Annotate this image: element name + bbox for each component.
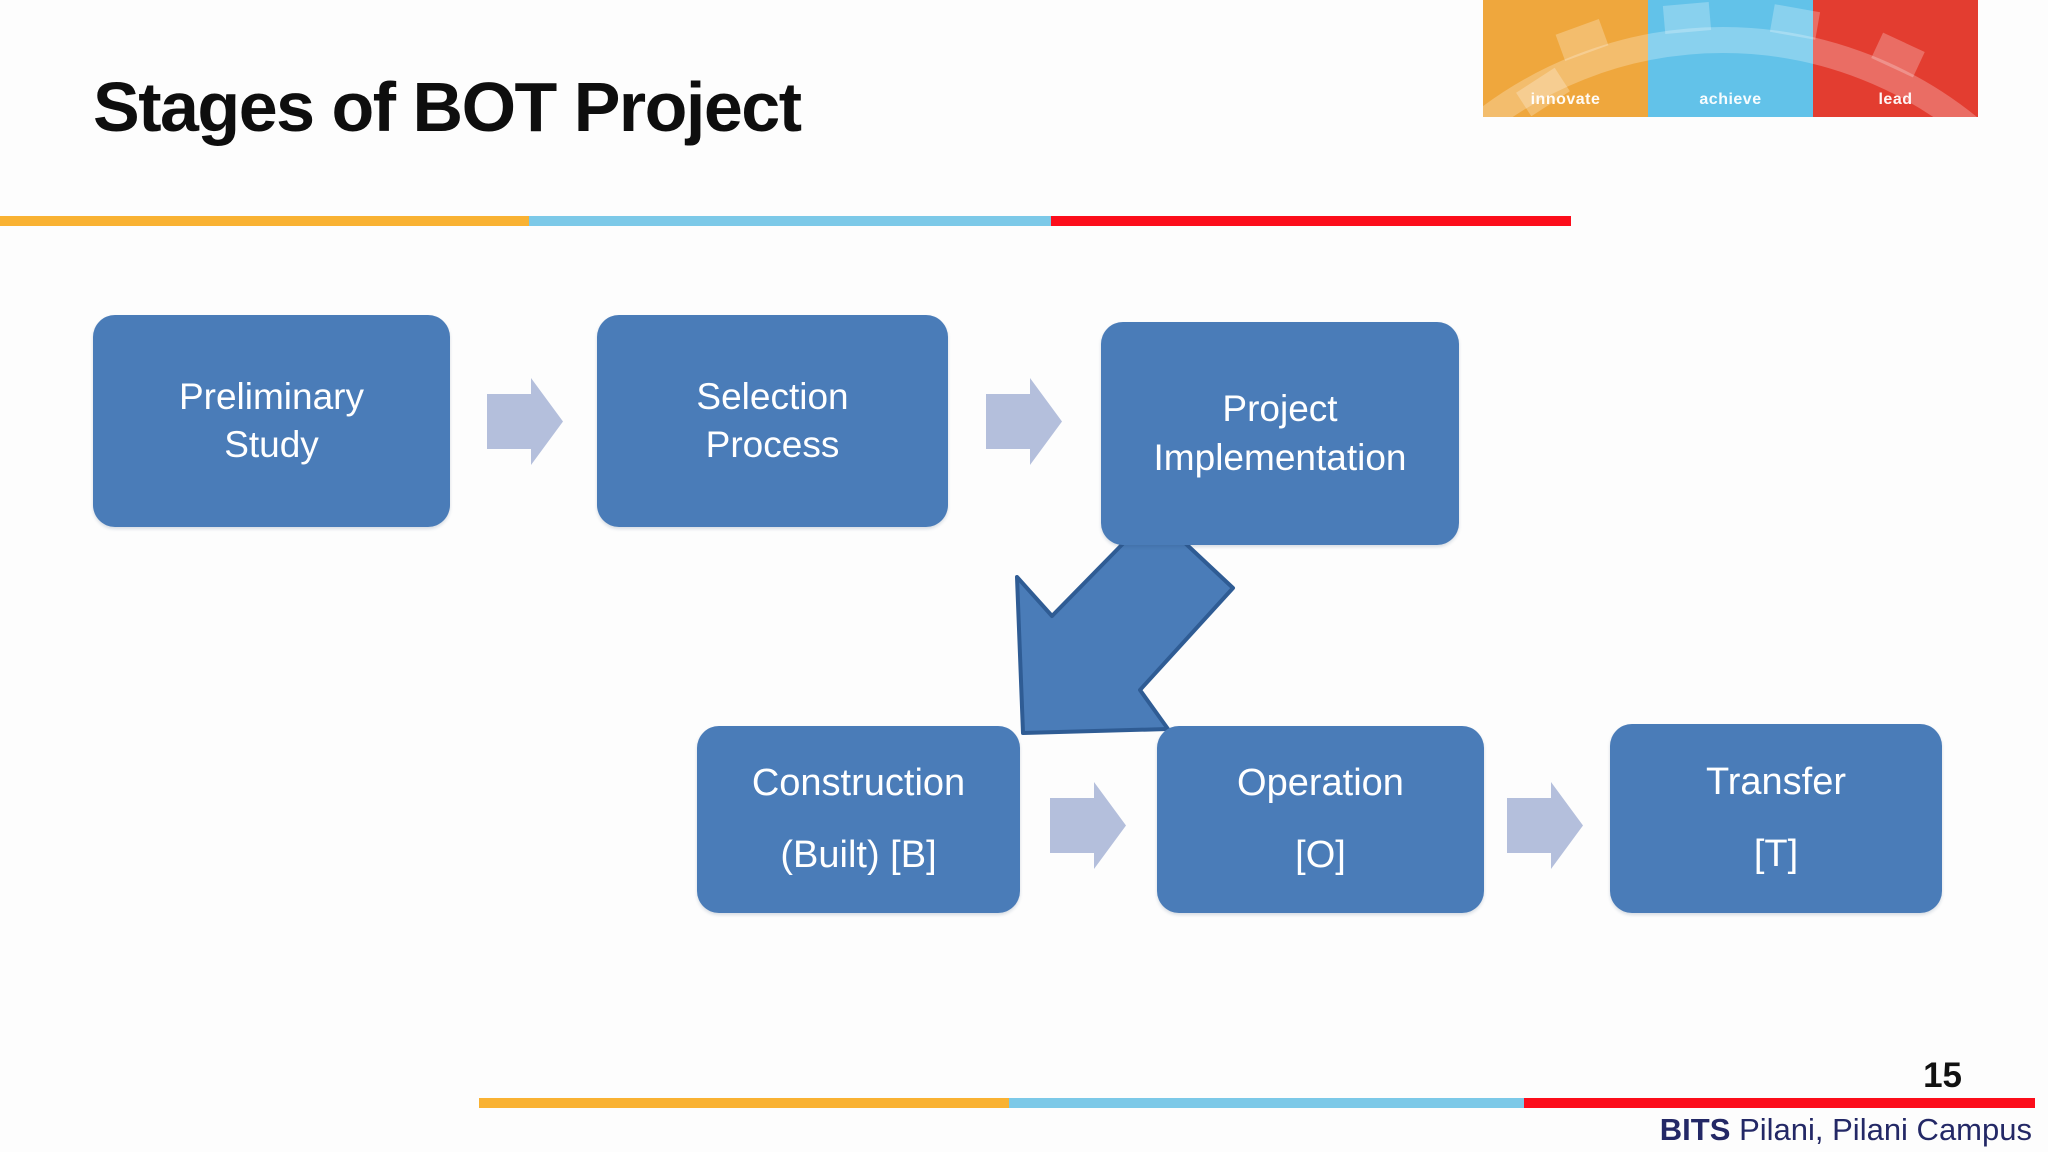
box-text-line: Implementation [1153, 436, 1407, 478]
box-text-line: Transfer [1705, 760, 1847, 803]
box-text-line: Study [224, 424, 319, 465]
arrow-down-left-icon [1015, 511, 1235, 735]
page-title: Stages of BOT Project [93, 68, 802, 146]
logo-label-achieve: achieve [1699, 91, 1762, 108]
flow-box-operation: Operation [O] [1157, 726, 1484, 913]
arrow-right-icon [1050, 782, 1126, 869]
logo-label-innovate: innovate [1530, 91, 1601, 108]
box-text-line: [T] [1753, 832, 1799, 875]
footer-divider-red [1524, 1098, 2035, 1108]
box-text-line: Preliminary [178, 375, 365, 417]
box-text-line: Process [705, 424, 840, 465]
logo-panel-lead: lead [1813, 0, 1978, 117]
footer-divider-blue [1009, 1098, 1524, 1108]
logo-panel-achieve: achieve [1648, 0, 1813, 117]
arrow-right-icon [986, 378, 1062, 465]
header-divider-blue [529, 216, 1051, 226]
header-divider-red [1051, 216, 1571, 226]
institution-abbr: BITS [1659, 1112, 1731, 1147]
box-text-line: Selection [696, 375, 849, 417]
institution-campus: Pilani, Pilani Campus [1739, 1112, 2032, 1147]
header-divider-yellow [0, 216, 529, 226]
box-text-line: Construction [751, 761, 966, 804]
arrow-right-icon [487, 378, 563, 465]
page-number: 15 [1923, 1056, 1962, 1095]
gear-arc-icon [1483, 2, 1977, 117]
box-text-line: (Built) [B] [780, 833, 937, 876]
logo-panel-innovate: innovate [1483, 0, 1648, 117]
logo-label-lead: lead [1878, 91, 1913, 108]
bits-pilani-logo: innovate achieve lead [1483, 0, 1978, 117]
flow-box-preliminary-study: Preliminary Study [93, 315, 450, 527]
box-text-line: Project [1222, 388, 1338, 430]
flow-box-transfer: Transfer [T] [1610, 724, 1942, 913]
arrow-right-icon [1507, 782, 1583, 869]
box-text-line: Operation [1237, 761, 1404, 804]
flow-box-construction: Construction (Built) [B] [697, 726, 1020, 913]
flow-box-selection-process: Selection Process [597, 315, 948, 527]
footer-divider-yellow [479, 1098, 1009, 1108]
box-text-line: [O] [1295, 833, 1346, 876]
flow-box-project-implementation: Project Implementation [1101, 322, 1459, 545]
